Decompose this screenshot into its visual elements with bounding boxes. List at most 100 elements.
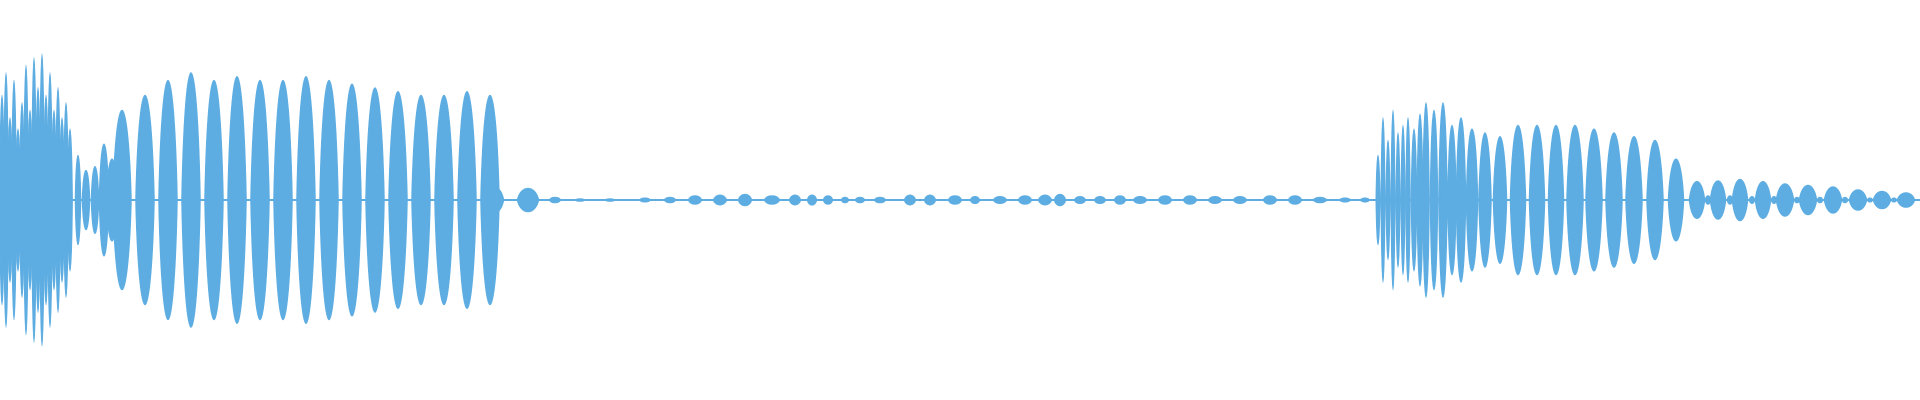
- second-burst-lobe: [1566, 125, 1584, 275]
- quiet-blip: [737, 193, 753, 207]
- quiet-blip: [840, 196, 850, 204]
- main-lobe: [273, 80, 293, 320]
- main-lobe: [342, 83, 362, 317]
- quiet-blip: [1037, 194, 1053, 206]
- main-lobe: [158, 80, 178, 320]
- tail-lobe: [1688, 180, 1706, 220]
- tail-spacer: [1726, 195, 1734, 205]
- quiet-blip: [1312, 196, 1328, 204]
- second-burst-spike: [1390, 109, 1396, 291]
- second-burst-lobe: [1528, 125, 1546, 275]
- tail-lobe: [1896, 192, 1916, 208]
- quiet-blip: [1262, 195, 1278, 205]
- main-lobe: [227, 76, 247, 324]
- quiet-blip: [763, 195, 781, 205]
- second-burst-lobe: [1438, 102, 1448, 298]
- quiet-blip: [1182, 195, 1198, 205]
- decay-lobe: [457, 158, 475, 242]
- quiet-blip: [574, 198, 586, 202]
- second-burst-lobe: [1625, 135, 1643, 265]
- tail-spacer: [1890, 197, 1898, 203]
- intro-spindle: [81, 169, 91, 231]
- main-lobe: [204, 80, 224, 320]
- main-lobe: [135, 94, 155, 306]
- tail-spacer: [1793, 196, 1801, 204]
- quiet-blip: [854, 196, 866, 204]
- decay-lobe: [483, 186, 505, 214]
- second-burst-lobe: [1585, 128, 1603, 272]
- second-burst-lobe: [1509, 125, 1527, 275]
- decay-lobe: [516, 187, 540, 213]
- tail-spacer: [1866, 197, 1874, 203]
- quiet-blip: [923, 194, 937, 206]
- main-lobe: [434, 94, 454, 306]
- second-burst-lobe: [1447, 125, 1457, 275]
- second-burst-spike: [1385, 140, 1391, 260]
- intro-spindle: [90, 165, 100, 235]
- quiet-blip: [788, 194, 802, 206]
- tail-lobe: [1823, 186, 1843, 214]
- quiet-blip: [947, 195, 963, 205]
- tail-spacer: [1816, 196, 1824, 204]
- quiet-blip: [1287, 195, 1303, 205]
- quiet-blip: [638, 197, 652, 203]
- quiet-blip: [687, 195, 703, 205]
- second-burst-lobe: [1478, 132, 1492, 268]
- main-lobe: [319, 80, 339, 320]
- second-burst-lobe: [1605, 132, 1623, 268]
- intro-spike: [67, 128, 73, 272]
- waveform-shapes: [0, 53, 1920, 347]
- quiet-blip: [1338, 197, 1352, 203]
- quiet-blip: [1132, 195, 1148, 205]
- quiet-blip: [1073, 195, 1087, 205]
- main-lobe: [250, 80, 270, 320]
- intro-spindle: [74, 154, 82, 246]
- quiet-blip: [873, 196, 887, 204]
- second-burst-spike: [1405, 117, 1411, 283]
- quiet-blip: [712, 194, 728, 206]
- second-burst-lobe: [1492, 135, 1508, 265]
- second-burst-spike: [1410, 128, 1418, 272]
- second-burst-lobe: [1547, 125, 1565, 275]
- tail-lobe: [1754, 180, 1772, 220]
- tail-spacer: [1841, 196, 1849, 204]
- quiet-blip: [1093, 195, 1107, 205]
- quiet-blip: [822, 195, 834, 205]
- second-burst-lobe: [1429, 109, 1439, 291]
- quiet-blip: [903, 194, 917, 206]
- quiet-blip: [548, 196, 562, 204]
- tail-spacer: [1748, 195, 1756, 205]
- quiet-blip: [1207, 195, 1223, 205]
- main-lobe: [388, 90, 408, 310]
- quiet-blip: [1232, 195, 1248, 205]
- second-burst-spike: [1380, 117, 1386, 283]
- main-lobe: [112, 109, 132, 291]
- main-lobe: [411, 94, 431, 306]
- quiet-blip: [604, 198, 616, 202]
- main-lobe: [365, 87, 385, 313]
- quiet-blip: [1113, 195, 1127, 205]
- second-burst-spike: [1395, 132, 1401, 268]
- tail-lobe: [1775, 183, 1795, 217]
- tail-spacer: [1704, 195, 1712, 205]
- quiet-blip: [1017, 195, 1033, 205]
- second-burst-spike: [1375, 154, 1381, 246]
- quiet-blip: [806, 194, 818, 206]
- quiet-blip: [1053, 193, 1067, 207]
- second-burst-spike: [1400, 125, 1406, 275]
- second-burst-lobe: [1422, 102, 1430, 298]
- second-burst-lobe: [1455, 117, 1467, 283]
- quiet-blip: [1359, 197, 1371, 203]
- quiet-blip: [663, 196, 677, 204]
- tail-lobe: [1848, 189, 1868, 211]
- tail-spacer: [1770, 195, 1778, 205]
- main-lobe: [296, 76, 316, 324]
- tail-lobe: [1731, 178, 1749, 222]
- second-burst-lobe: [1465, 128, 1479, 272]
- quiet-blip: [992, 195, 1008, 205]
- tail-lobe: [1872, 190, 1892, 210]
- tail-lobe: [1709, 180, 1727, 220]
- quiet-blip: [969, 195, 981, 205]
